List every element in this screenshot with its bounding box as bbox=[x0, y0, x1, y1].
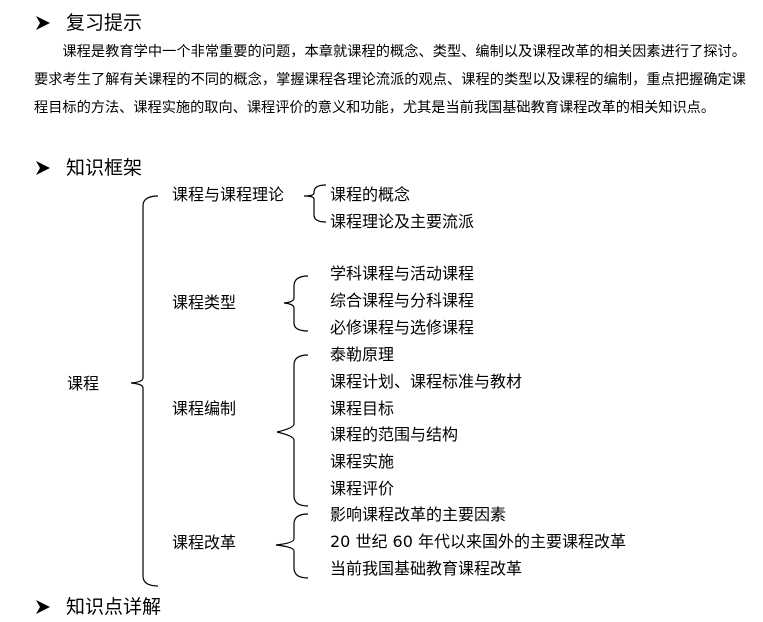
tree-leaf: 课程目标 bbox=[330, 399, 395, 418]
tree-leaf: 20 世纪 60 年代以来国外的主要课程改革 bbox=[330, 532, 626, 551]
tree-leaf: 课程的概念 bbox=[330, 185, 411, 204]
tree-leaf: 泰勒原理 bbox=[330, 345, 395, 364]
section-heading-framework: 知识框架 bbox=[34, 155, 142, 181]
section-title: 知识点详解 bbox=[66, 596, 162, 618]
tree-branch-label: 课程改革 bbox=[172, 533, 237, 552]
tree-leaf: 课程的范围与结构 bbox=[330, 425, 459, 444]
branch-bracket-4 bbox=[275, 513, 309, 579]
tree-leaf: 综合课程与分科课程 bbox=[330, 291, 475, 310]
section-heading-details: 知识点详解 bbox=[34, 594, 161, 620]
tree-branch-label: 课程类型 bbox=[172, 293, 237, 312]
review-tips-paragraph: 课程是教育学中一个非常重要的问题，本章就课程的概念、类型、编制以及课程改革的相关… bbox=[34, 44, 746, 116]
tree-leaf: 课程理论及主要流派 bbox=[330, 212, 475, 231]
arrow-right-icon bbox=[36, 600, 50, 614]
section-title: 复习提示 bbox=[66, 12, 143, 34]
branch-bracket-2 bbox=[283, 275, 309, 332]
tree-leaf: 学科课程与活动课程 bbox=[330, 264, 475, 283]
arrow-right-icon bbox=[36, 16, 50, 30]
tree-root: 课程 bbox=[67, 374, 100, 393]
tree-branch-label: 课程编制 bbox=[172, 399, 237, 418]
tree-leaf: 课程实施 bbox=[330, 452, 395, 471]
arrow-right-icon bbox=[36, 161, 50, 175]
tree-leaf: 影响课程改革的主要因素 bbox=[330, 505, 507, 524]
tree-leaf: 课程计划、课程标准与教材 bbox=[330, 372, 523, 391]
tree-leaf: 当前我国基础教育课程改革 bbox=[330, 559, 523, 578]
tree-leaf: 课程评价 bbox=[330, 479, 395, 498]
tree-leaf: 必修课程与选修课程 bbox=[330, 318, 475, 337]
branch-bracket-3 bbox=[276, 354, 309, 507]
section-heading-review-tips: 复习提示 bbox=[34, 10, 142, 36]
tree-branch-label: 课程与课程理论 bbox=[172, 185, 285, 204]
root-bracket bbox=[130, 195, 159, 587]
section-title: 知识框架 bbox=[66, 157, 143, 179]
branch-bracket-1 bbox=[303, 184, 327, 223]
